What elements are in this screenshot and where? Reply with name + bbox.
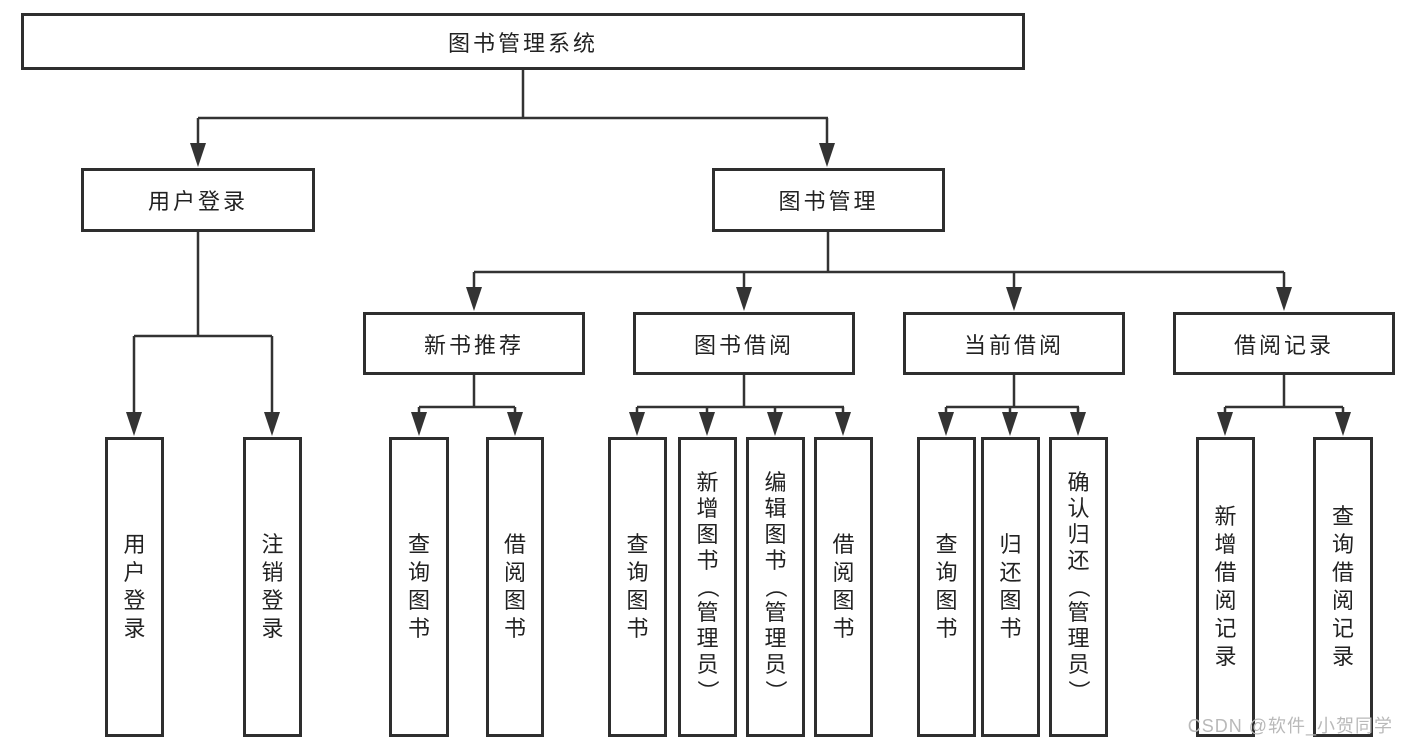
- node-bb-query-books: 查询图书: [608, 437, 667, 737]
- node-label: 新增借阅记录: [1214, 504, 1237, 669]
- node-label: 查询图书: [407, 532, 430, 641]
- node-label: 借阅图书: [503, 532, 526, 641]
- node-borrow-records: 借阅记录: [1173, 312, 1395, 375]
- node-label: 查询图书: [935, 532, 958, 641]
- node-label: 用户登录: [147, 189, 248, 214]
- node-label: 新增图书（管理员）: [695, 470, 721, 703]
- node-label: 用户登录: [123, 532, 146, 641]
- node-current-borrowing: 当前借阅: [903, 312, 1125, 375]
- node-label: 借阅记录: [1233, 332, 1334, 358]
- node-label: 图书管理系统: [447, 30, 598, 56]
- node-label: 查询借阅记录: [1331, 504, 1354, 669]
- node-label: 编辑图书（管理员）: [763, 470, 789, 703]
- node-bb-add-books-admin: 新增图书（管理员）: [678, 437, 737, 737]
- node-label: 图书管理: [778, 189, 879, 214]
- node-cb-confirm-return-admin: 确认归还（管理员）: [1049, 437, 1108, 737]
- node-label: 查询图书: [626, 532, 649, 641]
- node-label: 确认归还（管理员）: [1066, 470, 1092, 703]
- node-br-query-borrow-record: 查询借阅记录: [1313, 437, 1373, 737]
- watermark: CSDN @软件_小贺同学: [1187, 716, 1393, 736]
- node-bb-edit-books-admin: 编辑图书（管理员）: [746, 437, 805, 737]
- node-logout-leaf: 注销登录: [243, 437, 302, 737]
- node-nr-query-books: 查询图书: [389, 437, 449, 737]
- node-user-login: 用户登录: [81, 168, 315, 232]
- node-nr-borrow-books: 借阅图书: [486, 437, 544, 737]
- node-label: 图书借阅: [693, 332, 794, 358]
- node-label: 归还图书: [999, 532, 1022, 641]
- node-book-management: 图书管理: [712, 168, 945, 232]
- node-bb-borrow-books: 借阅图书: [814, 437, 873, 737]
- node-new-book-recommend: 新书推荐: [363, 312, 585, 375]
- node-label: 当前借阅: [963, 332, 1064, 358]
- node-library-system: 图书管理系统: [21, 13, 1025, 70]
- node-book-borrowing: 图书借阅: [633, 312, 855, 375]
- node-label: 注销登录: [261, 532, 284, 641]
- node-label: 新书推荐: [423, 332, 524, 358]
- node-cb-return-books: 归还图书: [981, 437, 1040, 737]
- node-br-add-borrow-record: 新增借阅记录: [1196, 437, 1255, 737]
- node-cb-query-books: 查询图书: [917, 437, 976, 737]
- node-label: 借阅图书: [832, 532, 855, 641]
- node-user-login-leaf: 用户登录: [105, 437, 164, 737]
